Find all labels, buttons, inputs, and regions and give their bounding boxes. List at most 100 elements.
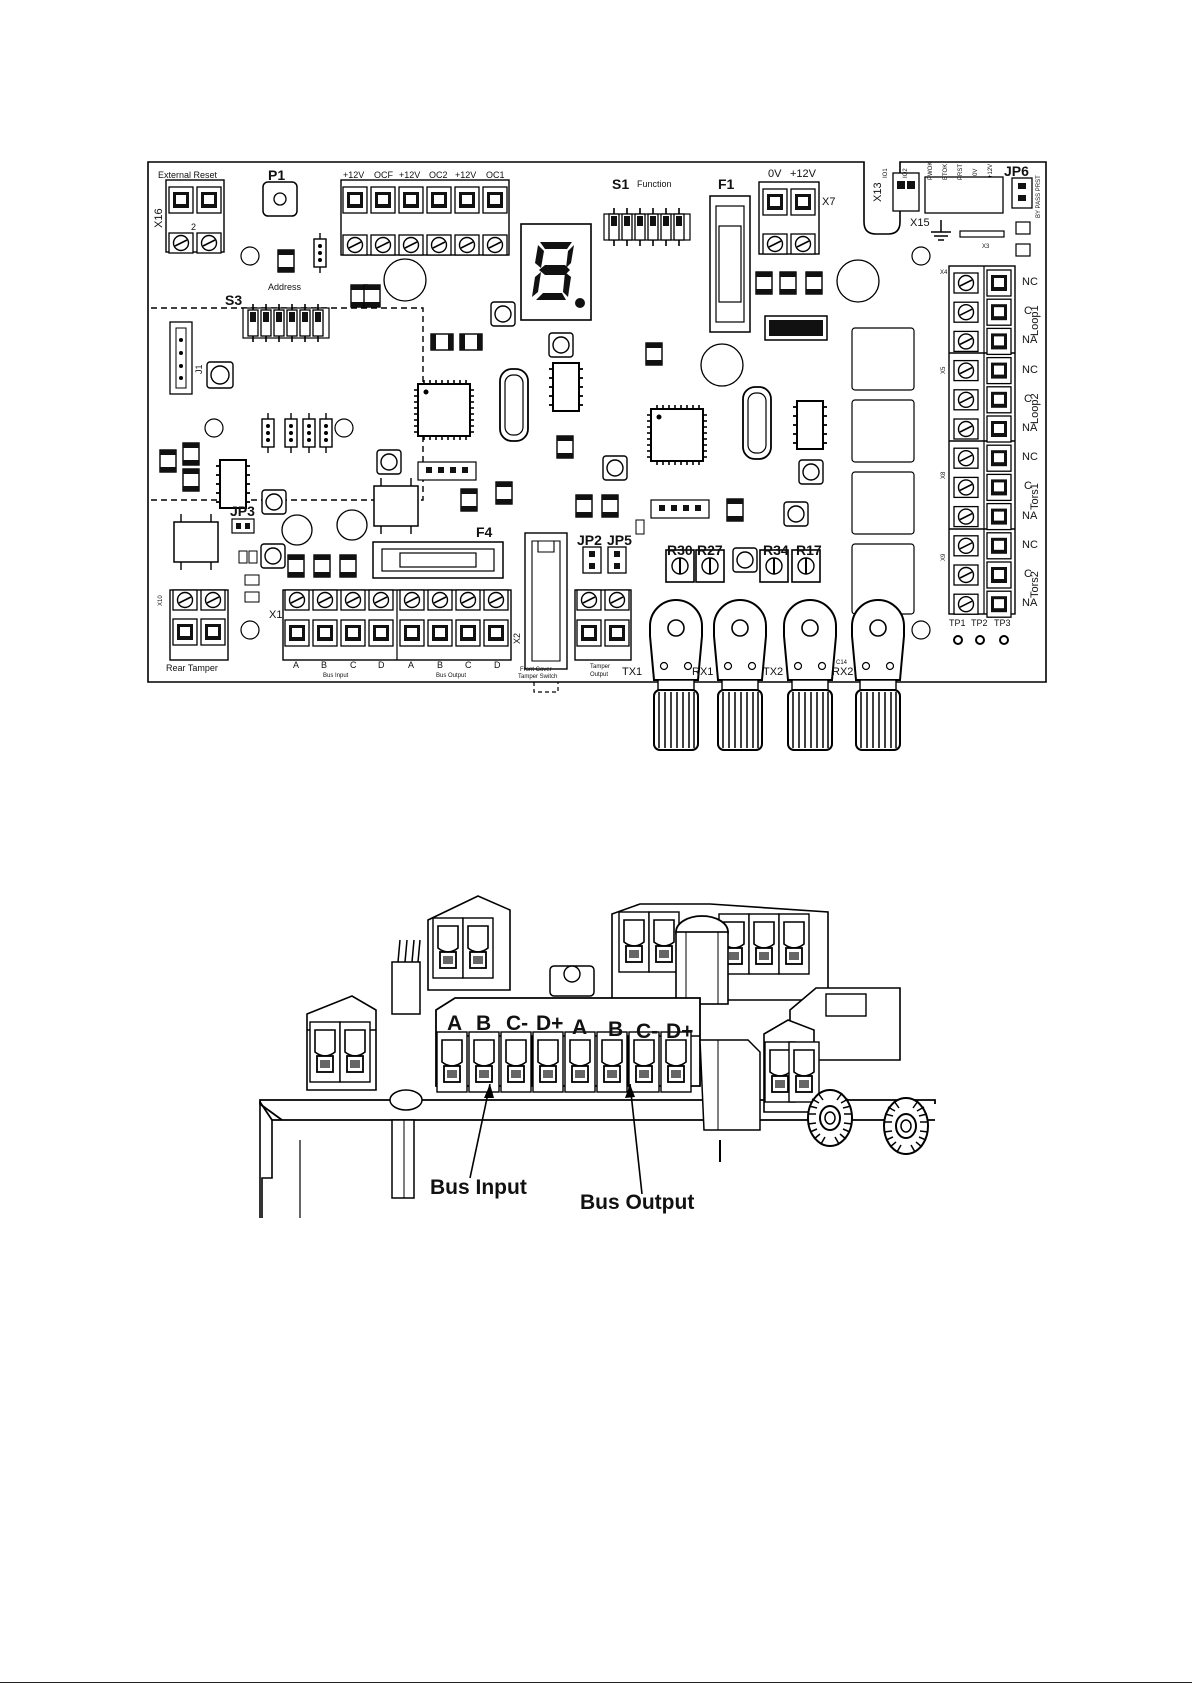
strip-pin-label: NA xyxy=(1022,422,1038,434)
s3-title: Address xyxy=(268,282,302,292)
strip-screw xyxy=(953,272,979,294)
bus-out-title: Bus Output xyxy=(436,673,467,679)
top-pin-2: OCF xyxy=(374,170,393,180)
strip-socket xyxy=(986,386,1012,414)
x13-label: X13 xyxy=(872,182,884,202)
strip-pin-label: NA xyxy=(1022,597,1038,610)
strip-socket xyxy=(986,590,1012,618)
optic-tx2: TX2 xyxy=(763,666,784,678)
bus-out-a: A xyxy=(408,660,415,670)
x15-pin-4: 0V xyxy=(973,168,979,176)
term-label-b2: B xyxy=(608,1018,624,1041)
x5-label: X5 xyxy=(941,366,947,374)
optic-tx1: TX1 xyxy=(622,666,643,678)
bus-in-b: B xyxy=(321,660,328,670)
optic-rx2: RX2 xyxy=(832,666,854,678)
bus-out-d: D xyxy=(494,660,501,670)
strip-socket xyxy=(986,561,1012,589)
term-label-c2: C- xyxy=(636,1020,659,1043)
x16-title: External Reset xyxy=(158,170,218,180)
strip-pin-label: C xyxy=(1024,480,1032,493)
jp3-label: JP3 xyxy=(230,503,255,519)
x8-label: X8 xyxy=(941,471,947,479)
callout-bus-output: Bus Output xyxy=(580,1191,695,1214)
strip-screw xyxy=(953,359,979,382)
front-tamper-1: Front Cover xyxy=(520,667,552,673)
f4-label: F4 xyxy=(476,524,493,540)
bus-in-a: A xyxy=(293,660,300,670)
strip-screw xyxy=(953,388,979,411)
pcb-diagram: External Reset X16 2 P1 +12V OCF +12V OC… xyxy=(0,0,1192,760)
strip-pin-label: C xyxy=(1024,392,1032,405)
optic-rx1: RX1 xyxy=(692,666,714,678)
s1-label: S1 xyxy=(612,176,630,192)
term-label-a1: A xyxy=(447,1012,463,1035)
trim-r27: R27 xyxy=(697,542,723,558)
group-loop2: Loop2 xyxy=(1029,393,1041,424)
strip-socket xyxy=(986,327,1012,356)
x15-pin-1: PWOK xyxy=(928,161,934,180)
x13-pin-io1: IO1 xyxy=(883,168,889,178)
tp3-label: TP3 xyxy=(994,618,1011,628)
x10-label: X10 xyxy=(158,595,164,606)
x16-pin: 2 xyxy=(191,222,197,232)
x15-label: X15 xyxy=(910,217,930,229)
strip-pin-label: NC xyxy=(1022,363,1038,376)
strip-screw xyxy=(953,564,979,586)
group-tors2: Tors2 xyxy=(1029,571,1041,598)
bus-in-c: C xyxy=(350,660,357,670)
strip-socket xyxy=(986,298,1012,326)
tp1-label: TP1 xyxy=(949,618,966,628)
top-pin-4: OC2 xyxy=(429,170,448,180)
term-label-d2: D+ xyxy=(666,1020,694,1043)
jp5-label: JP5 xyxy=(607,532,632,548)
x16-label: X16 xyxy=(153,208,165,228)
x15-pin-5: +12V xyxy=(988,163,994,178)
strip-pin-label: C xyxy=(1024,305,1032,318)
strip-socket xyxy=(986,415,1012,443)
strip-pin-label: NA xyxy=(1022,509,1038,522)
jp2-label: JP2 xyxy=(577,532,602,548)
jp6-pins: BY PASS PRST xyxy=(1036,175,1042,218)
bus-out-c: C xyxy=(465,660,472,670)
trim-r30: R30 xyxy=(667,542,693,558)
strip-screw xyxy=(953,476,979,499)
bus-in-d: D xyxy=(378,660,385,670)
strip-socket xyxy=(986,356,1012,385)
group-loop1: Loop1 xyxy=(1029,305,1041,336)
strip-screw xyxy=(953,505,979,528)
x7-label: X7 xyxy=(822,196,836,208)
top-pin-6: OC1 xyxy=(486,170,505,180)
strip-socket xyxy=(986,444,1012,472)
x13-pin-io2: IO2 xyxy=(903,168,909,178)
strip-pin-label: NC xyxy=(1022,538,1038,551)
strip-screw xyxy=(953,593,979,616)
strip-socket xyxy=(986,502,1012,531)
terminal-illustration: A B C- D+ A B C- D+ Bus Input Bus Output xyxy=(0,860,1192,1220)
trim-r17: R17 xyxy=(796,542,822,558)
trim-r34: R34 xyxy=(763,542,789,558)
x3-label: X3 xyxy=(982,244,990,250)
tamper-output-2: Output xyxy=(590,672,609,678)
front-tamper-2: Tamper Switch xyxy=(518,674,558,680)
x15-pin-2: BTOK xyxy=(943,163,949,180)
x9-label: X9 xyxy=(941,553,947,561)
top-pin-3: +12V xyxy=(399,170,421,180)
terminal-drawing xyxy=(259,895,936,1218)
pcb-drawing xyxy=(147,161,1047,751)
c14-label: C14 xyxy=(836,660,848,666)
strip-screw xyxy=(953,534,979,557)
strip-pin-label: C xyxy=(1024,568,1032,580)
p1-label: P1 xyxy=(268,167,286,183)
x1-label: X1 xyxy=(269,609,283,621)
page-bottom-rule xyxy=(0,1682,1192,1683)
strip-socket xyxy=(986,473,1012,502)
strip-pin-label: NC xyxy=(1022,451,1038,464)
strip-pin-label: NA xyxy=(1022,334,1038,347)
top-pin-5: +12V xyxy=(455,170,477,180)
strip-pin-label: NC xyxy=(1022,276,1038,288)
x7-pin-0v: 0V xyxy=(768,168,782,180)
tamper-output-1: Tamper xyxy=(590,664,611,670)
strip-screw xyxy=(953,418,979,440)
s1-title: Function xyxy=(637,179,672,189)
